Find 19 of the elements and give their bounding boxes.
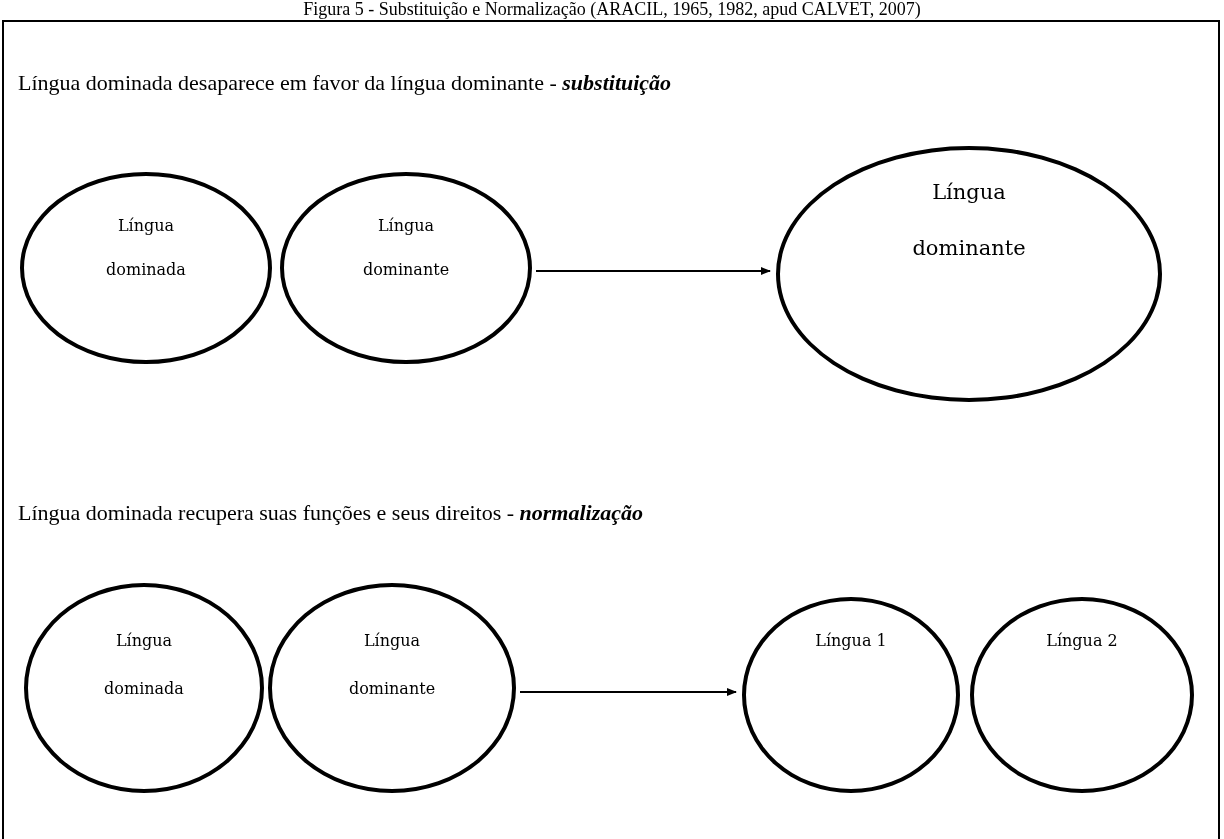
arrow: [535, 267, 771, 275]
language-ellipse: [268, 583, 516, 793]
ellipse-label: Língua dominante: [361, 215, 451, 281]
language-ellipse: [970, 597, 1194, 793]
section-heading: Língua dominada recupera suas funções e seus direitos - normalização: [18, 500, 644, 526]
ellipse-label: Língua dominante: [347, 630, 437, 700]
ellipse-label: Língua 1: [814, 630, 888, 652]
ellipse-label: Língua dominante: [911, 179, 1027, 262]
figure-title: Figura 5 - Substituição e Normalização (ARACIL, 1965, 1982, apud CALVET, 2007): [302, 0, 922, 19]
language-ellipse: [776, 146, 1162, 402]
language-ellipse: [20, 172, 272, 364]
section-heading: Língua dominada desaparece em favor da língua dominante - substituição: [18, 70, 672, 96]
ellipse-label: Língua 2: [1045, 630, 1119, 652]
language-ellipse: [24, 583, 264, 793]
ellipse-label: Língua dominada: [105, 215, 187, 281]
language-ellipse: [742, 597, 960, 793]
arrow: [519, 688, 737, 696]
ellipse-label: Língua dominada: [103, 630, 185, 700]
language-ellipse: [280, 172, 532, 364]
